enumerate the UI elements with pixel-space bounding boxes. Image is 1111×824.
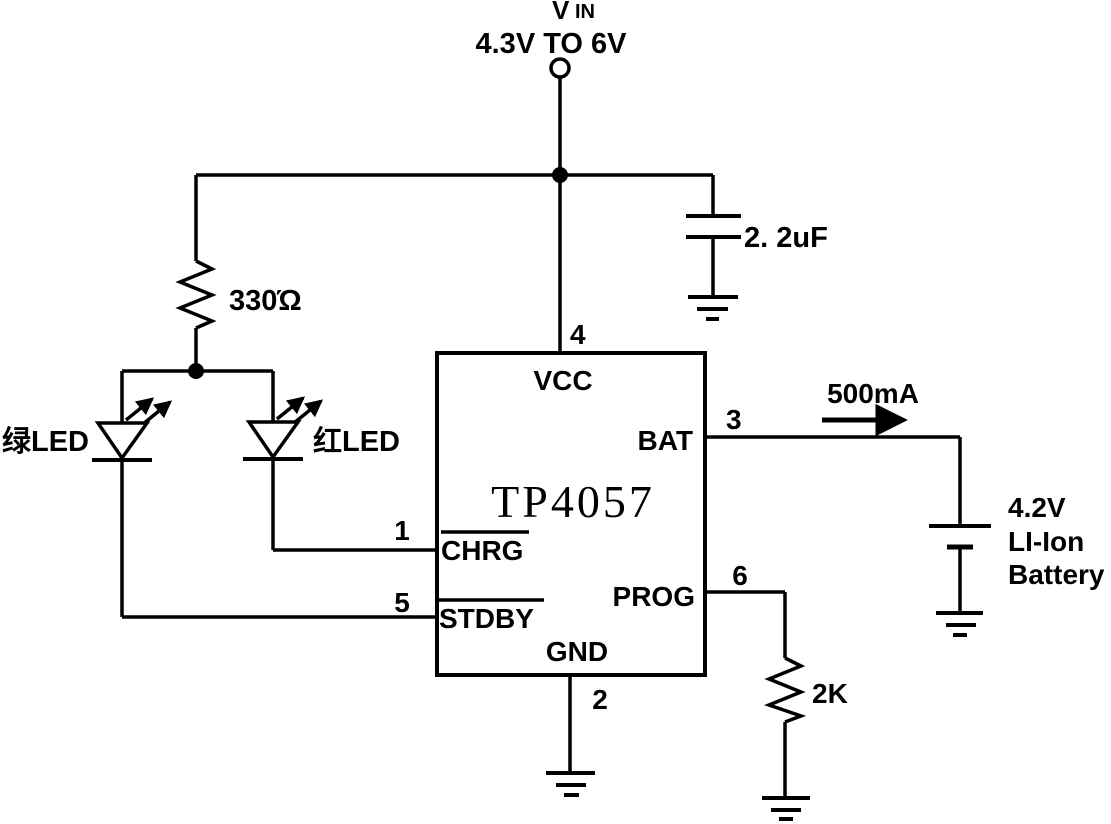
ground-icon	[762, 796, 810, 821]
pin-bat-number: 3	[726, 404, 742, 435]
pin-chrg-label: CHRG	[441, 535, 523, 566]
led-light-arrow-icon	[141, 400, 173, 426]
prog-resistor-value: 2K	[812, 678, 848, 709]
pin-stdby-label: STDBY	[439, 603, 534, 634]
ic-name-label: TP4057	[491, 476, 655, 527]
battery: 4.2V LI-Ion Battery	[929, 492, 1105, 637]
green-led-label: 绿LED	[2, 425, 89, 458]
input-capacitor-value: 2. 2uF	[744, 222, 828, 254]
pin-gnd-label: GND	[546, 636, 608, 667]
vin-label: V	[552, 0, 570, 25]
led-triangle-icon	[94, 421, 151, 462]
pin-stdby-number: 5	[394, 587, 410, 618]
pin-prog-number: 6	[732, 560, 748, 591]
ground-icon	[546, 771, 595, 797]
ic-tp4057: TP4057 VCC 4 BAT 3 CHRG 1 STDBY 5 PROG 6…	[394, 319, 748, 715]
vin-range-label: 4.3V TO 6V	[476, 28, 628, 60]
vin-terminal-icon	[549, 57, 571, 79]
power-input: V IN 4.3V TO 6V	[476, 0, 628, 79]
wires	[120, 77, 962, 798]
input-capacitor: 2. 2uF	[686, 214, 828, 321]
vin-subscript-label: IN	[575, 1, 595, 23]
pin-vcc-number: 4	[570, 319, 586, 350]
junction-dot	[188, 363, 204, 379]
red-led: 红LED	[243, 396, 400, 461]
charge-current: 500mA	[822, 378, 919, 437]
battery-type-label: Battery	[1008, 559, 1105, 590]
led-resistor: 330Ώ	[175, 259, 302, 330]
prog-resistor: 2K	[762, 656, 848, 821]
pin-vcc-label: VCC	[533, 365, 592, 396]
led-light-arrow-icon	[124, 397, 155, 422]
led-triangle-icon	[245, 420, 302, 461]
pin-bat-label: BAT	[638, 425, 693, 456]
resistor-zigzag-icon	[764, 656, 807, 724]
ic-body	[435, 351, 707, 677]
pin-chrg-number: 1	[394, 515, 410, 546]
green-led: 绿LED	[2, 397, 173, 462]
resistor-zigzag-icon	[175, 259, 217, 330]
led-resistor-value: 330Ώ	[229, 285, 302, 317]
battery-voltage-label: 4.2V	[1008, 492, 1066, 523]
ground-icon	[936, 611, 983, 637]
ground-icon	[688, 295, 738, 321]
led-light-arrow-icon	[292, 399, 324, 425]
charge-current-label: 500mA	[827, 378, 919, 409]
pin-gnd-number: 2	[592, 684, 608, 715]
junction-dot	[552, 167, 568, 183]
battery-chemistry-label: LI-Ion	[1008, 526, 1084, 557]
ic-ground	[546, 771, 595, 797]
red-led-label: 红LED	[313, 425, 400, 458]
pin-prog-label: PROG	[613, 581, 695, 612]
led-light-arrow-icon	[275, 396, 306, 421]
